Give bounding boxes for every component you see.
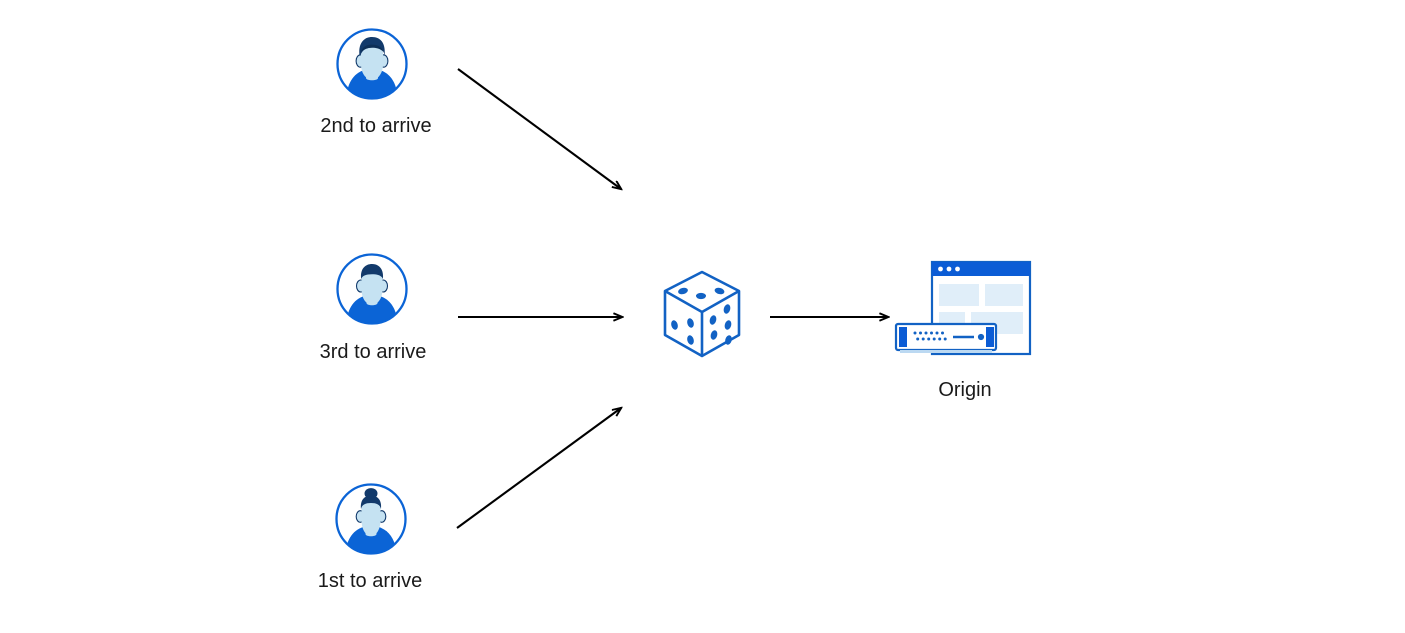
node-label-client-1st: 1st to arrive: [317, 570, 423, 592]
server-device-icon: [894, 322, 998, 353]
user-avatar-female-icon: [335, 483, 407, 555]
server-led-icon: [977, 333, 985, 341]
node-randomizer[interactable]: [659, 268, 745, 360]
dice-right-pips: [709, 304, 732, 345]
node-label-client-2nd: 2nd to arrive: [320, 115, 432, 137]
origin-server-browser-icon: [894, 260, 1032, 356]
node-client-3rd[interactable]: [334, 251, 410, 327]
node-client-1st[interactable]: [333, 481, 409, 557]
node-label-client-3rd: 3rd to arrive: [319, 341, 427, 363]
node-label-origin: Origin: [938, 379, 992, 401]
user-avatar-male-icon: [336, 253, 408, 325]
user-avatar-male-icon: [336, 28, 408, 100]
dice-top-pips: [678, 287, 725, 300]
dice-icon: [663, 270, 741, 358]
node-client-2nd[interactable]: [334, 26, 410, 102]
server-vents: [913, 331, 947, 341]
dice-left-pips: [671, 318, 694, 345]
edge-1st-to-dice: [456, 408, 621, 529]
node-origin[interactable]: [894, 258, 1034, 358]
